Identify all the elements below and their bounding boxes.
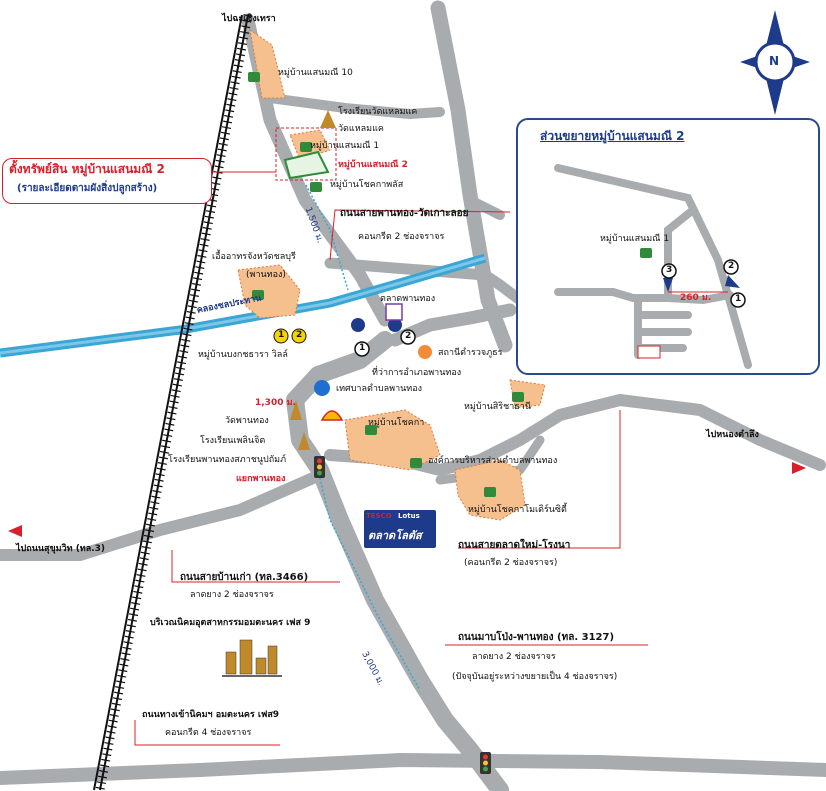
compass-n-label: N [769,54,780,68]
label-wat-laemkae: วัดแหลมแค [338,124,384,134]
pin-icon [351,318,365,332]
inset-title: ส่วนขยายหมู่บ้านแสนมณี 2 [540,129,685,143]
label-village-1: หมู่บ้านแสนมณี 1 [310,141,380,151]
subject-plot-green [283,150,330,180]
label-village-10: หมู่บ้านแสนมณี 10 [278,68,353,78]
label-village-chokeka-modern: หมู่บ้านโชคกาโมเดิร์นซิตี้ [468,505,567,515]
compass-icon [740,10,810,115]
marker-yellow-2-label: 2 [296,330,303,340]
label-district-office: ที่ว่าการอำเภอพานทอง [372,368,462,378]
house-icon [410,458,422,468]
plot-eua-arthorn [237,264,301,319]
traffic-light-icon [314,456,325,478]
marker-yellow-2 [291,328,307,344]
label-road-mabpong: ถนนมาบโป่ง-พานทอง (ทล. 3127) [458,632,615,643]
label-school-wat-laemkae: โรงเรียนวัดแหลมแค [338,107,418,117]
house-icon [300,142,312,152]
market-icon [385,303,403,321]
label-road-amata-phase9: ถนนทางเข้านิคมฯ อมตะนคร เฟส9 [142,710,280,720]
lotus-thai: ตลาดโลตัส [368,529,422,542]
label-municipality: เทศบาลตำบลพานทอง [336,384,423,394]
label-industrial-estate: บริเวณนิคมอุตสาหกรรมอมตะนคร เฟส 9 [150,618,311,628]
railway-line [93,14,253,791]
road-south-bottom [0,753,826,785]
inset-village-1: หมู่บ้านแสนมณี 1 [600,234,670,244]
marker-2 [400,329,416,345]
road-west-baankao [0,469,326,561]
police-icon [418,345,432,359]
label-school-phanthong: โรงเรียนพานทองสภาชนูปถัมภ์ [168,455,287,465]
pin-icon [388,318,402,332]
label-village-bongkot: หมู่บ้านบงกชธารา วิลล์ [198,350,288,360]
marker-2-label: 2 [405,331,412,341]
house-icon [365,425,377,435]
traffic-light-icon [480,752,491,774]
house-icon [252,290,264,300]
inset-marker-1: 1 [735,294,742,304]
plot-village-10 [249,28,286,99]
inset-marker-3: 3 [666,265,673,275]
inset-map: ส่วนขยายหมู่บ้านแสนมณี 2 หมู่บ้านแสนมณี … [516,118,820,375]
label-village-sirichat: หมู่บ้านสิริชาธานี [464,402,531,412]
inset-dist: 260 ม. [680,293,712,303]
inset-roads [554,164,752,369]
house-icon [484,487,496,497]
road-east-canal [324,257,526,306]
label-to-sukhumvit: ไปถนนสุขุมวิท (ทล.3) [16,544,106,554]
label-road-baankao-sub: ลาดยาง 2 ช่องจราจร [190,590,274,600]
label-road-amata-phase9-sub: คอนกรีต 4 ช่องจราจร [165,728,252,738]
label-road-mabpong-sub1: ลาดยาง 2 ช่องจราจร [472,652,556,662]
marker-yellow-1 [273,328,289,344]
label-village-chokeka: หมู่บ้านโชคกา [368,418,425,428]
lotus-logo: TESCO Lotus ตลาดโลตัส [364,510,436,548]
arrow-left-icon [8,525,22,537]
label-eua-arthorn-sub: (พานทอง) [246,270,286,280]
label-road-baankao: ถนนสายบ้านเก่า (ทล.3466) [180,572,309,583]
road-north-right [430,0,513,353]
industrial-icon [222,639,282,677]
marker-1 [354,341,370,357]
label-road-talat-mai: ถนนสายตลาดใหม่-โรงนา [458,540,571,551]
label-road-mabpong-sub2: (ปัจจุบันอยู่ระหว่างขยายเป็น 4 ช่องจราจร… [452,672,618,682]
callout-title: ตั้งทรัพย์สิน หมู่บ้านแสนมณี 2 [9,162,165,176]
subject-plot-outline [275,127,337,181]
municipality-icon [314,380,330,396]
house-icon [248,72,260,82]
label-road-phanthong-wat-sub: คอนกรีต 2 ช่องจราจร [358,232,445,242]
label-police: สถานีตำรวจภูธร [438,348,503,358]
road-branch-east [465,195,505,220]
road-main-south [286,331,509,791]
temple-icon [290,110,336,450]
label-road-talat-mai-sub: (คอนกรีต 2 ช่องจราจร) [464,558,558,568]
label-junction: แยกพานทอง [236,474,286,484]
subject-callout: ตั้งทรัพย์สิน หมู่บ้านแสนมณี 2 (รายละเอี… [2,158,212,204]
label-sao-phanthong: องค์การบริหารส่วนตำบลพานทอง [428,456,558,466]
label-village-2: หมู่บ้านแสนมณี 2 [338,160,408,170]
label-eua-arthorn: เอื้ออาทรจังหวัดชลบุรี [212,252,296,262]
house-icon [310,182,322,192]
arrow-right-icon [792,462,806,474]
lotus-top: TESCO [366,512,392,520]
callout-subtitle: (รายละเอียดตามผังสิ่งปลูกสร้าง) [17,183,158,194]
lotus-main: Lotus [398,512,420,520]
label-village-chokeka-plus: หมู่บ้านโชคกาพลัส [330,180,404,190]
marker-yellow-1-label: 1 [278,330,285,340]
shell-icon [320,410,344,421]
label-wat-phanthong: วัดพานทอง [225,416,269,426]
label-school-phenchit: โรงเรียนเพลินจิต [200,436,266,446]
label-dist-1300: 1,300 ม. [255,398,296,408]
label-to-chachoengsao: ไปฉะเชิงเทรา [222,14,276,24]
house-icon [512,392,524,402]
label-market-phanthong: ตลาดพานทอง [380,294,436,304]
marker-1-label: 1 [359,343,366,353]
road-phanthong-watkohloi [265,93,445,119]
label-road-phanthong-wat: ถนนสายพานทอง-วัดเกาะลอย [340,208,469,219]
label-to-nongtamlueng: ไปหนองตำลึง [706,430,759,440]
inset-marker-2: 2 [728,261,735,271]
